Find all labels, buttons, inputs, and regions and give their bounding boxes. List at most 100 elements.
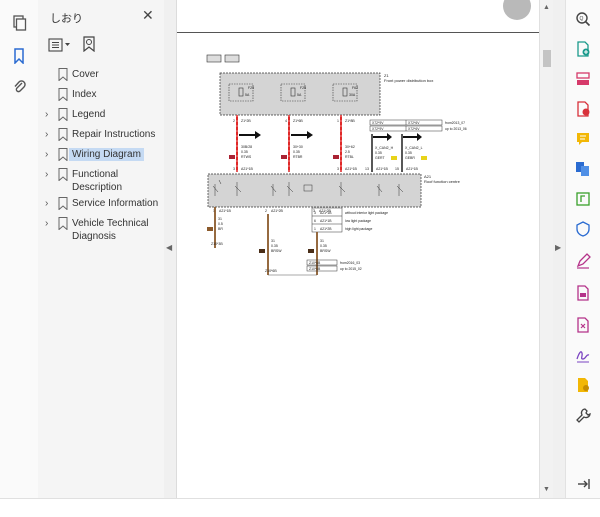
svg-text:X_CAN2_L: X_CAN2_L xyxy=(405,146,423,150)
combine-files-icon[interactable] xyxy=(572,158,594,180)
chevron-right-icon[interactable]: › xyxy=(45,109,49,120)
chevron-right-icon[interactable]: › xyxy=(45,169,49,180)
export-pdf-icon[interactable] xyxy=(572,98,594,120)
chevron-right-icon[interactable]: › xyxy=(45,149,49,160)
svg-text:GEBR: GEBR xyxy=(405,156,415,160)
page-thumbnail-badge xyxy=(503,0,531,20)
legend-symbol-icon xyxy=(206,54,222,63)
z1-name: Front power distribution box xyxy=(384,78,433,83)
bookmarks-icon[interactable] xyxy=(8,45,30,67)
signal-arrow xyxy=(291,131,313,139)
svg-text:A21*1B: A21*1B xyxy=(406,167,419,171)
svg-text:X72*9V: X72*9V xyxy=(372,127,384,131)
ground-variant-box: Z10*6B from2016_03 Z10*6B up to 2015_02 xyxy=(306,259,362,272)
svg-text:1: 1 xyxy=(213,209,215,213)
create-pdf-icon[interactable] xyxy=(572,38,594,60)
organize-pages-icon[interactable] xyxy=(572,68,594,90)
bookmark-label: Repair Instructions xyxy=(72,129,156,140)
options-menu-button[interactable] xyxy=(46,34,74,56)
svg-text:RTBR: RTBR xyxy=(293,155,303,159)
svg-text:0.35: 0.35 xyxy=(375,151,382,155)
svg-text:low light package: low light package xyxy=(345,219,371,223)
fuse-f25: F25 5A xyxy=(280,83,306,102)
svg-text:without interior light package: without interior light package xyxy=(345,211,388,215)
svg-text:0.35: 0.35 xyxy=(293,150,300,154)
svg-text:Q: Q xyxy=(580,16,584,22)
svg-text:F25: F25 xyxy=(300,86,306,90)
z1-box xyxy=(219,72,381,116)
svg-text:A21*1B: A21*1B xyxy=(320,211,332,215)
svg-text:Z10*6B: Z10*6B xyxy=(309,261,321,265)
expand-tools-button[interactable]: ▶ xyxy=(553,0,565,498)
svg-text:X72*9V: X72*9V xyxy=(372,121,384,125)
color-chip-red xyxy=(281,155,287,159)
collapse-panel-button[interactable]: ◀ xyxy=(164,0,177,498)
can-variant-upto: up to 2013_06 xyxy=(445,127,467,131)
close-icon[interactable]: ✕ xyxy=(142,7,154,23)
svg-text:30B/28: 30B/28 xyxy=(241,145,252,149)
can-variant-from: from2013_07 xyxy=(445,121,465,125)
bookmark-icon xyxy=(58,168,68,184)
panel-title: しおり xyxy=(50,13,83,25)
fuse-f29: F29 5A xyxy=(228,83,254,102)
protect-icon[interactable] xyxy=(572,218,594,240)
svg-text:Z10*6B: Z10*6B xyxy=(265,269,277,273)
find-bookmark-button[interactable] xyxy=(80,34,98,54)
bookmark-icon xyxy=(58,68,68,84)
svg-text:A21*2B: A21*2B xyxy=(271,209,284,213)
svg-text:3: 3 xyxy=(337,167,339,171)
svg-text:30+62: 30+62 xyxy=(345,145,355,149)
wire-conn: Z1*6B xyxy=(293,119,303,123)
scroll-up-icon[interactable]: ▲ xyxy=(543,4,550,11)
vertical-scrollbar[interactable]: ▲ ▼ xyxy=(539,0,554,498)
attachments-icon[interactable] xyxy=(8,75,30,97)
page-thumbnails-icon[interactable] xyxy=(8,12,30,34)
scroll-down-icon[interactable]: ▼ xyxy=(543,486,550,493)
svg-text:6: 6 xyxy=(314,219,316,223)
send-for-review-icon[interactable] xyxy=(572,282,594,304)
svg-text:BRSW: BRSW xyxy=(320,249,331,253)
collapse-right-icon: ▶ xyxy=(555,243,562,252)
svg-text:2.5: 2.5 xyxy=(345,150,350,154)
bookmark-label: Legend xyxy=(72,109,106,120)
comment-icon[interactable] xyxy=(572,128,594,150)
stamp-icon[interactable] xyxy=(572,374,594,396)
svg-text:A21*1B: A21*1B xyxy=(219,209,232,213)
bottom-bar xyxy=(0,498,600,517)
can-arrow xyxy=(403,133,422,141)
document-viewer[interactable]: Z1 Front power distribution box F29 5A F… xyxy=(177,0,539,498)
bookmark-icon xyxy=(58,217,68,233)
color-chip-brown-black xyxy=(308,249,314,253)
light-package-options: 3 A21*1B without interior light package … xyxy=(311,207,388,233)
bookmark-icon xyxy=(58,197,68,213)
zoom-search-icon[interactable]: Q xyxy=(572,8,594,30)
color-chip-yellow xyxy=(421,156,427,160)
chevron-right-icon[interactable]: › xyxy=(45,218,49,229)
more-tools-icon[interactable] xyxy=(572,404,594,426)
chevron-right-icon[interactable]: › xyxy=(45,129,49,140)
svg-text:A21*1B: A21*1B xyxy=(376,167,389,171)
bookmark-icon xyxy=(58,108,68,124)
collapse-tools-icon[interactable] xyxy=(572,473,594,495)
fill-sign-icon[interactable] xyxy=(572,250,594,272)
edit-pdf-icon[interactable] xyxy=(572,188,594,210)
svg-text:high light package: high light package xyxy=(345,227,372,231)
svg-text:X72*6V: X72*6V xyxy=(408,127,420,131)
svg-text:A21*2B: A21*2B xyxy=(320,227,332,231)
chevron-right-icon[interactable]: › xyxy=(45,198,49,209)
bookmark-label: Wiring Diagram xyxy=(69,148,144,161)
request-signature-icon[interactable] xyxy=(572,344,594,366)
svg-text:from2016_03: from2016_03 xyxy=(340,261,360,265)
svg-text:up to 2015_02: up to 2015_02 xyxy=(340,267,362,271)
color-chip-yellow xyxy=(391,156,397,160)
scroll-thumb[interactable] xyxy=(543,50,551,67)
svg-text:X_CAN2_H: X_CAN2_H xyxy=(375,146,394,150)
prepare-form-icon[interactable] xyxy=(572,314,594,336)
svg-text:A21*1B: A21*1B xyxy=(320,219,332,223)
svg-text:0.35: 0.35 xyxy=(405,151,412,155)
svg-text:5A: 5A xyxy=(245,93,250,97)
bookmarks-panel: しおり ✕ Cover Index › Legend › Repair Inst… xyxy=(38,0,165,498)
bookmark-label: Functional Description xyxy=(72,169,123,193)
svg-text:15: 15 xyxy=(395,167,399,171)
svg-text:RTWS: RTWS xyxy=(241,155,252,159)
